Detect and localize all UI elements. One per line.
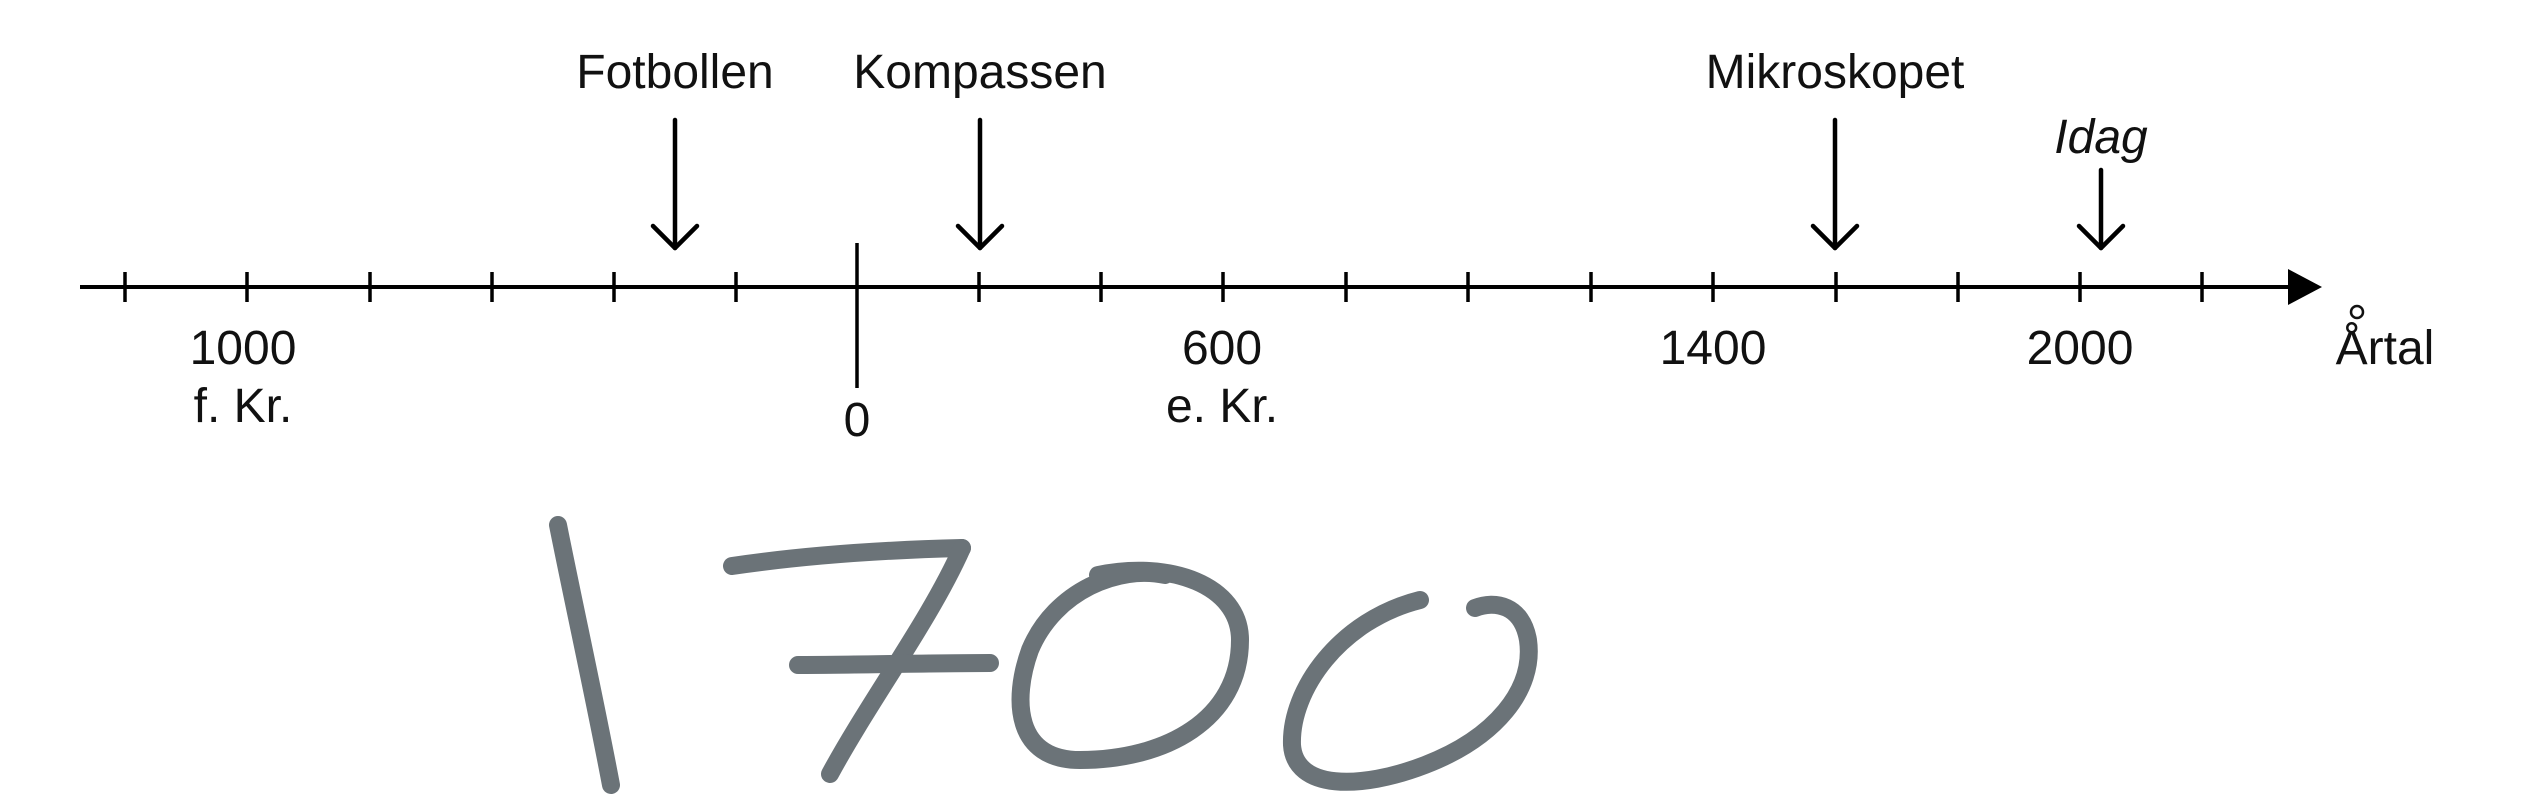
tick-label-1000: 1000 [190,322,297,375]
event-label-idag: Idag [2054,111,2148,164]
ring-accent [2349,304,2365,320]
event-label-kompassen: Kompassen [853,46,1106,99]
handwritten-digit-1 [549,516,620,794]
event-arrow-kompassen [955,117,1005,251]
tick-label-1400: 1400 [1660,322,1767,375]
event-label-mikroskopet: Mikroskopet [1706,46,1965,99]
axis-ticks [123,272,2204,302]
handwritten-answer [549,516,1538,794]
event-arrow-mikroskopet [1810,117,1860,251]
tick-label-600-era: e. Kr. [1166,380,1278,433]
tick-label-2000: 2000 [2027,322,2134,375]
event-arrow-fotbollen [650,117,700,251]
event-arrow-idag [2076,167,2126,251]
tick-label-1000-era: f. Kr. [194,380,293,433]
handwritten-digit-0-second [1282,591,1538,791]
tick-label-600: 600 [1182,322,1262,375]
event-label-fotbollen: Fotbollen [576,46,773,99]
handwritten-digit-7-bar [789,654,999,674]
handwritten-digit-0-first [1011,561,1249,769]
axis-arrowhead [2288,269,2322,305]
tick-label-0: 0 [844,394,871,447]
axis-label: Årtal [2336,322,2435,375]
handwritten-digit-7-top [723,539,971,575]
